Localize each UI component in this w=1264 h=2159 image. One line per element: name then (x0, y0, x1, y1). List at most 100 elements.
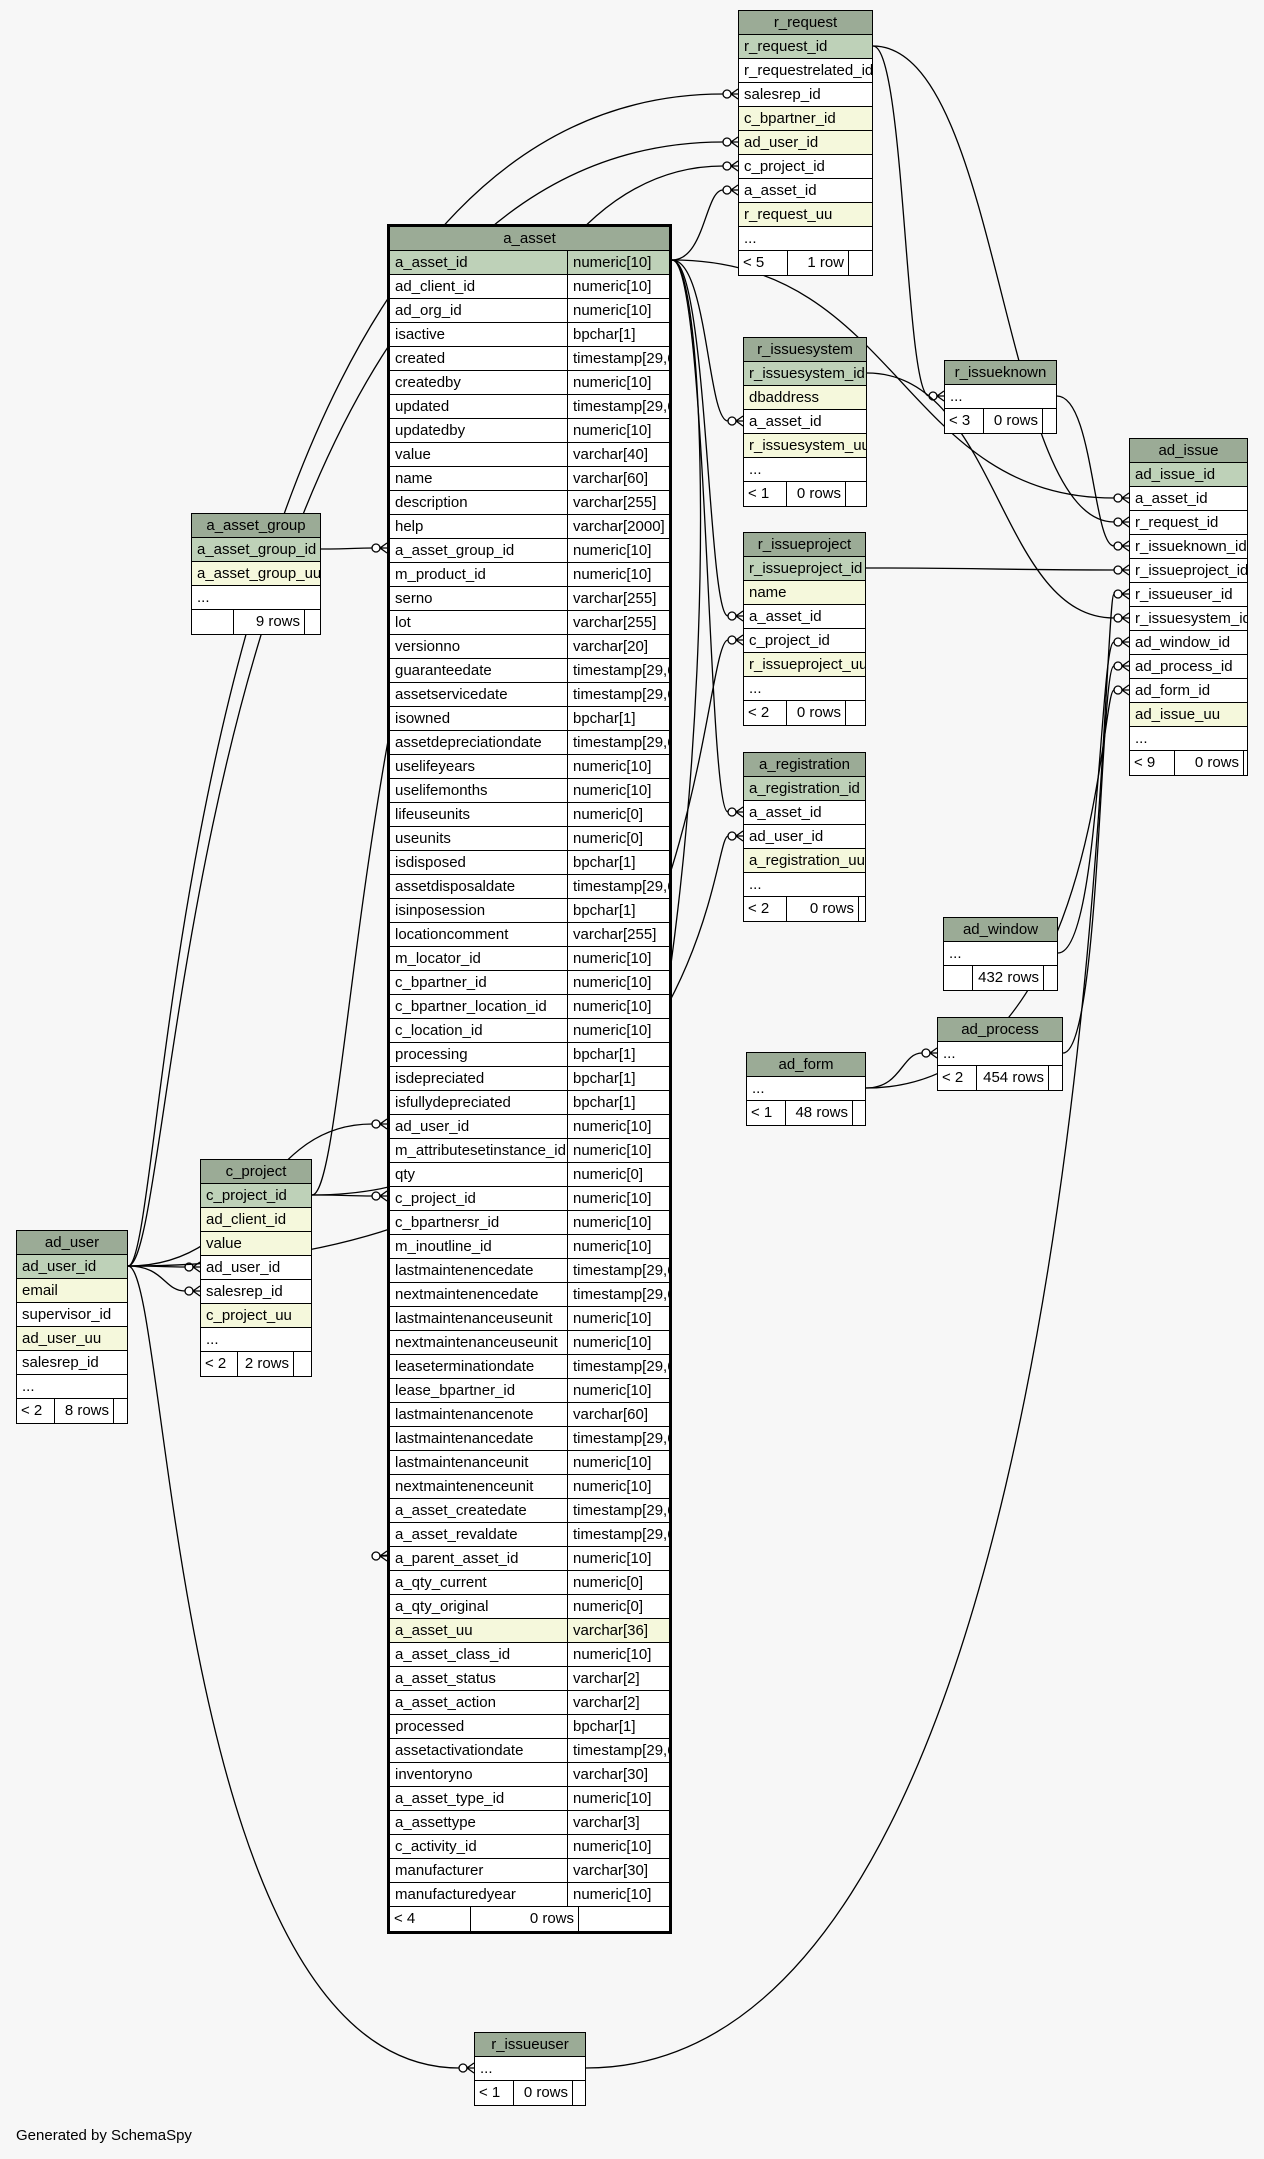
r_issuesystem-column-row[interactable]: r_issuesystem_id (744, 362, 866, 386)
r_request-column-row[interactable]: ad_user_id (739, 131, 872, 155)
a_registration-column-row[interactable]: a_registration_id (744, 777, 865, 801)
c_project-column-row[interactable]: ... (201, 1328, 311, 1352)
ad_issue-column-row[interactable]: ad_form_id (1130, 679, 1247, 703)
r_issueuser-column-row[interactable]: ... (475, 2057, 585, 2081)
ad_issue-column-row[interactable]: ad_window_id (1130, 631, 1247, 655)
a_asset_group-table-header[interactable]: a_asset_group (192, 514, 320, 538)
r_issueproject-column-row[interactable]: r_issueproject_id (744, 557, 865, 581)
ad_window-table-header[interactable]: ad_window (944, 918, 1057, 942)
c_project-column-row[interactable]: value (201, 1232, 311, 1256)
ad_issue-column-row[interactable]: a_asset_id (1130, 487, 1247, 511)
ad_issue-column-row[interactable]: ... (1130, 727, 1247, 751)
ad_user-column-row[interactable]: ad_user_id (17, 1255, 127, 1279)
r_issueproject-column-row[interactable]: c_project_id (744, 629, 865, 653)
r_issueproject-column-row[interactable]: name (744, 581, 865, 605)
r_issuesystem-column-row[interactable]: ... (744, 458, 866, 482)
a_registration-column-row[interactable]: a_registration_uu (744, 849, 865, 873)
r_issueknown-table[interactable]: r_issueknown...< 30 rows1 > (944, 360, 1057, 434)
r_issueproject-column-row[interactable]: ... (744, 677, 865, 701)
c_project-table-header[interactable]: c_project (201, 1160, 311, 1184)
r_issuesystem-column-row[interactable]: r_issuesystem_uu (744, 434, 866, 458)
r_request-column-row[interactable]: ... (739, 227, 872, 251)
r_issueknown-column-row[interactable]: ... (945, 385, 1056, 409)
r_issuesystem-column-row[interactable]: a_asset_id (744, 410, 866, 434)
r_request-column-row[interactable]: a_asset_id (739, 179, 872, 203)
ad_issue-column-row[interactable]: r_request_id (1130, 511, 1247, 535)
r_issueuser-table-header[interactable]: r_issueuser (475, 2033, 585, 2057)
a_registration-table-header[interactable]: a_registration (744, 753, 865, 777)
ad_user-table-header[interactable]: ad_user (17, 1231, 127, 1255)
r_issuesystem-table-header[interactable]: r_issuesystem (744, 338, 866, 362)
ad_issue-column-row[interactable]: r_issueuser_id (1130, 583, 1247, 607)
ad_issue-column-row[interactable]: r_issueproject_id (1130, 559, 1247, 583)
ad_process-column-row[interactable]: ... (938, 1042, 1062, 1066)
ad_issue-column-row[interactable]: ad_issue_id (1130, 463, 1247, 487)
ad_process-table-header[interactable]: ad_process (938, 1018, 1062, 1042)
c_project-column-row[interactable]: ad_user_id (201, 1256, 311, 1280)
a_asset_group-column-row[interactable]: a_asset_group_uu (192, 562, 320, 586)
c_project-column-row[interactable]: c_project_uu (201, 1304, 311, 1328)
a_asset-table-header[interactable]: a_asset (390, 227, 669, 251)
r_request-table-header[interactable]: r_request (739, 11, 872, 35)
r_issueproject-column-row[interactable]: r_issueproject_uu (744, 653, 865, 677)
a_registration-column-row[interactable]: ad_user_id (744, 825, 865, 849)
r_issueuser-table[interactable]: r_issueuser...< 10 rows1 > (474, 2032, 586, 2106)
a_registration-column-row[interactable]: a_asset_id (744, 801, 865, 825)
ad_user-column-row[interactable]: ad_user_uu (17, 1327, 127, 1351)
ad_issue-column-row[interactable]: ad_issue_uu (1130, 703, 1247, 727)
c_project-column-row[interactable]: c_project_id (201, 1184, 311, 1208)
ad_form-table[interactable]: ad_form...< 148 rows2 > (746, 1052, 866, 1126)
ad_issue-table-header[interactable]: ad_issue (1130, 439, 1247, 463)
a_asset_group-column-row[interactable]: ... (192, 586, 320, 610)
r_issueproject-column-row[interactable]: a_asset_id (744, 605, 865, 629)
